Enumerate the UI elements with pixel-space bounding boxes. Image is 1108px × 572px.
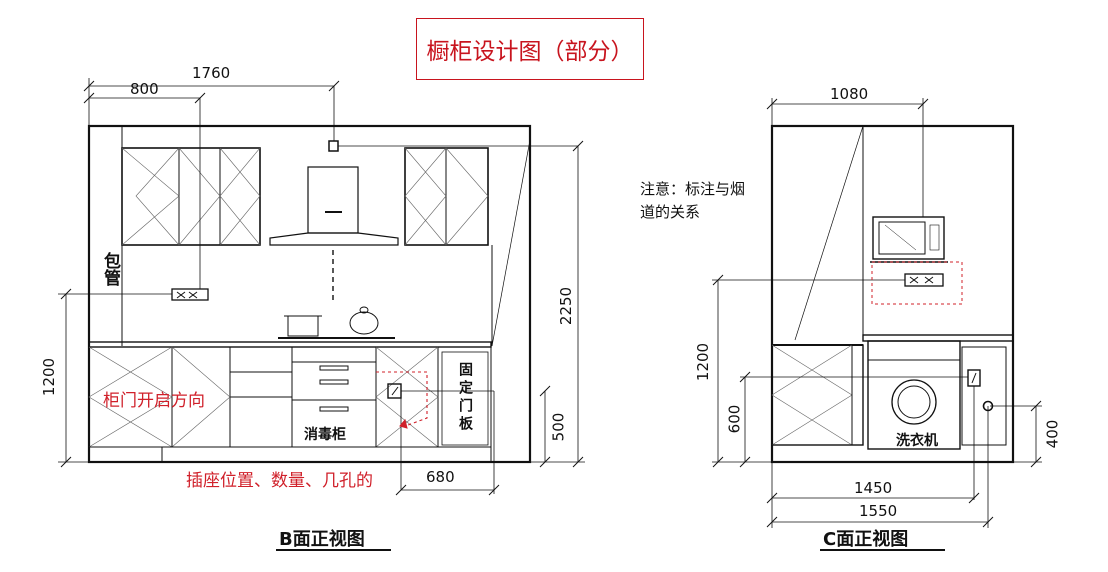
dim-2250: 2250 — [557, 286, 576, 326]
dim-800: 800 — [130, 80, 159, 98]
pipe-label: 包管 — [100, 252, 120, 286]
washer-label: 洗衣机 — [896, 433, 938, 449]
dim-1200-b: 1200 — [40, 357, 59, 397]
dim-1080: 1080 — [830, 85, 869, 103]
dim-1550: 1550 — [859, 502, 898, 520]
dim-680: 680 — [426, 468, 455, 486]
dim-500: 500 — [549, 412, 568, 442]
sterilizer-label: 消毒柜 — [304, 427, 346, 443]
dim-1760: 1760 — [192, 64, 231, 82]
flue-note: 注意：标注与烟道的关系 — [640, 180, 746, 221]
dim-600: 600 — [725, 404, 744, 434]
socket-note-label: 插座位置、数量、几孔的 — [186, 471, 373, 491]
b-view — [58, 78, 585, 496]
b-view-caption: B面正视图 — [279, 529, 365, 550]
dim-1200-c: 1200 — [694, 342, 713, 382]
c-view-caption: C面正视图 — [823, 529, 909, 550]
diagram-title: 橱柜设计图（部分） — [416, 18, 644, 80]
dim-400: 400 — [1043, 419, 1062, 449]
dim-1450: 1450 — [854, 479, 893, 497]
fixed-door-label: 固定门板 — [457, 362, 473, 434]
door-direction-label: 柜门开启方向 — [103, 391, 205, 411]
c-view — [712, 98, 1042, 528]
